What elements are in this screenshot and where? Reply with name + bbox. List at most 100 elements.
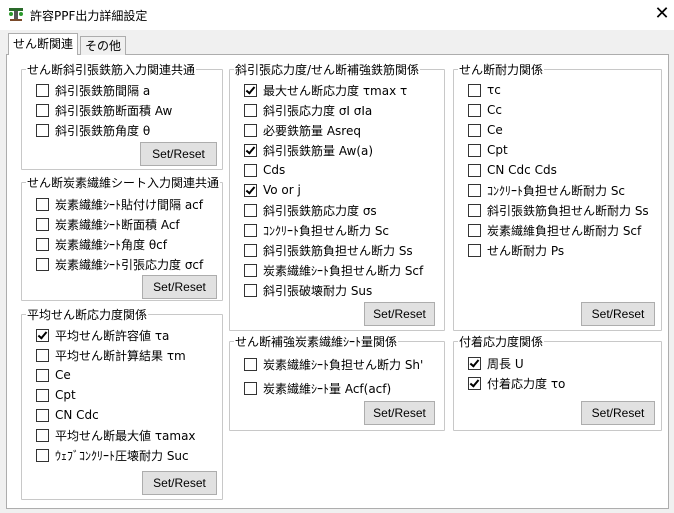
checkbox-unchecked[interactable]	[36, 368, 49, 382]
checkbox-item[interactable]: 炭素繊維ｼｰﾄ負担せん断力 Sh'	[244, 356, 423, 372]
set-reset-button[interactable]: Set/Reset	[581, 401, 655, 425]
checkbox-item[interactable]: 炭素繊維負担せん断耐力 Scf	[468, 222, 641, 238]
checkbox-unchecked[interactable]	[468, 163, 481, 177]
checkbox-unchecked[interactable]	[468, 143, 481, 157]
close-icon[interactable]: ✕	[654, 3, 670, 24]
checkbox-checked[interactable]	[244, 83, 257, 97]
checkbox-unchecked[interactable]	[244, 103, 257, 117]
set-reset-button[interactable]: Set/Reset	[140, 142, 217, 166]
checkbox-unchecked[interactable]	[36, 408, 49, 422]
checkbox-item[interactable]: 炭素繊維ｼｰﾄ貼付け間隔 acf	[36, 196, 203, 212]
checkbox-unchecked[interactable]	[468, 183, 481, 197]
checkbox-unchecked[interactable]	[244, 357, 257, 371]
checkbox-item[interactable]: 斜引張応力度 σI σIa	[244, 102, 372, 118]
checkbox-unchecked[interactable]	[36, 428, 49, 442]
checkbox-unchecked[interactable]	[36, 348, 49, 362]
checkbox-item[interactable]: 斜引張鉄筋負担せん断力 Ss	[244, 242, 413, 258]
checkbox-item[interactable]: 平均せん断計算結果 τm	[36, 347, 186, 363]
checkbox-label: 炭素繊維ｼｰﾄ量 Acf(acf)	[263, 381, 392, 396]
checkbox-item[interactable]: ｺﾝｸﾘｰﾄ負担せん断耐力 Sc	[468, 182, 625, 198]
set-reset-button[interactable]: Set/Reset	[142, 471, 217, 495]
checkbox-item[interactable]: 平均せん断最大値 τamax	[36, 427, 196, 443]
checkbox-item[interactable]: ｺﾝｸﾘｰﾄ負担せん断力 Sc	[244, 222, 389, 238]
checkbox-item[interactable]: CN Cdc	[36, 407, 99, 423]
checkbox-item[interactable]: 斜引張鉄筋間隔 a	[36, 82, 150, 98]
checkbox-item[interactable]: τc	[468, 82, 501, 98]
checkbox-label: 斜引張応力度 σI σIa	[263, 103, 373, 118]
checkbox-unchecked[interactable]	[468, 123, 481, 137]
checkbox-unchecked[interactable]	[36, 237, 49, 251]
set-reset-button[interactable]: Set/Reset	[364, 401, 435, 425]
checkbox-label: 付着応力度 τo	[487, 376, 566, 391]
checkbox-unchecked[interactable]	[468, 223, 481, 237]
tab-shear[interactable]: せん断関連	[8, 33, 79, 55]
checkbox-item[interactable]: 平均せん断許容値 τa	[36, 327, 169, 343]
checkbox-item[interactable]: 炭素繊維ｼｰﾄ引張応力度 σcf	[36, 256, 203, 272]
checkbox-label: 斜引張鉄筋断面積 Aw	[55, 103, 173, 118]
checkbox-item[interactable]: 炭素繊維ｼｰﾄ量 Acf(acf)	[244, 380, 391, 396]
checkbox-item[interactable]: Cpt	[468, 142, 508, 158]
checkbox-item[interactable]: 最大せん断応力度 τmax τ	[244, 82, 407, 98]
checkbox-item[interactable]: 斜引張鉄筋負担せん断耐力 Ss	[468, 202, 649, 218]
checkbox-item[interactable]: 斜引張鉄筋断面積 Aw	[36, 102, 172, 118]
checkbox-unchecked[interactable]	[468, 203, 481, 217]
checkbox-item[interactable]: ｳｪﾌﾞｺﾝｸﾘｰﾄ圧壊耐力 Suc	[36, 447, 189, 463]
checkbox-unchecked[interactable]	[244, 283, 257, 297]
checkbox-item[interactable]: Cds	[244, 162, 285, 178]
checkbox-item[interactable]: 斜引張破壊耐力 Sus	[244, 282, 372, 298]
checkbox-label: 平均せん断最大値 τamax	[55, 428, 196, 443]
checkbox-unchecked[interactable]	[244, 243, 257, 257]
checkbox-unchecked[interactable]	[468, 103, 481, 117]
checkbox-item[interactable]: 付着応力度 τo	[468, 375, 565, 391]
checkbox-unchecked[interactable]	[36, 448, 49, 462]
checkbox-item[interactable]: Cc	[468, 102, 502, 118]
checkbox-unchecked[interactable]	[36, 257, 49, 271]
tab-other[interactable]: その他	[80, 36, 127, 55]
checkbox-item[interactable]: 斜引張鉄筋量 Aw(a)	[244, 142, 373, 158]
checkbox-checked[interactable]	[468, 356, 481, 370]
checkbox-label: 平均せん断許容値 τa	[55, 328, 170, 343]
checkbox-item[interactable]: Vo or j	[244, 182, 301, 198]
checkbox-label: 必要鉄筋量 Asreq	[263, 123, 361, 138]
checkbox-item[interactable]: Cpt	[36, 387, 76, 403]
checkbox-unchecked[interactable]	[36, 197, 49, 211]
checkbox-item[interactable]: 斜引張鉄筋角度 θ	[36, 122, 150, 138]
checkbox-checked[interactable]	[468, 376, 481, 390]
checkbox-item[interactable]: 斜引張鉄筋応力度 σs	[244, 202, 377, 218]
checkbox-item[interactable]: 炭素繊維ｼｰﾄ断面積 Acf	[36, 216, 180, 232]
checkbox-item[interactable]: Ce	[468, 122, 503, 138]
checkbox-checked[interactable]	[244, 143, 257, 157]
checkbox-item[interactable]: CN Cdc Cds	[468, 162, 557, 178]
checkbox-item[interactable]: 炭素繊維ｼｰﾄ角度 θcf	[36, 236, 167, 252]
checkbox-unchecked[interactable]	[36, 83, 49, 97]
checkbox-unchecked[interactable]	[244, 163, 257, 177]
window-title: 許容PPF出力詳細設定	[30, 9, 148, 23]
checkbox-item[interactable]: 周長 U	[468, 355, 524, 371]
checkbox-unchecked[interactable]	[36, 103, 49, 117]
checkbox-unchecked[interactable]	[468, 83, 481, 97]
set-reset-button[interactable]: Set/Reset	[142, 275, 217, 299]
set-reset-button[interactable]: Set/Reset	[581, 302, 655, 326]
checkbox-unchecked[interactable]	[244, 123, 257, 137]
checkbox-unchecked[interactable]	[244, 381, 257, 395]
checkbox-checked[interactable]	[244, 183, 257, 197]
checkbox-unchecked[interactable]	[36, 123, 49, 137]
checkbox-item[interactable]: Ce	[36, 367, 71, 383]
checkbox-item[interactable]: せん断耐力 Ps	[468, 242, 564, 258]
group-shear-cfrp-quantity: せん断補強炭素繊維ｼｰﾄ量関係炭素繊維ｼｰﾄ負担せん断力 Sh'炭素繊維ｼｰﾄ量…	[229, 333, 445, 431]
checkbox-label: CN Cdc	[55, 408, 99, 422]
checkbox-unchecked[interactable]	[36, 388, 49, 402]
checkbox-item[interactable]: 必要鉄筋量 Asreq	[244, 122, 361, 138]
checkbox-unchecked[interactable]	[244, 263, 257, 277]
checkbox-unchecked[interactable]	[244, 223, 257, 237]
checkbox-unchecked[interactable]	[468, 243, 481, 257]
checkbox-unchecked[interactable]	[244, 203, 257, 217]
set-reset-button[interactable]: Set/Reset	[364, 302, 435, 326]
checkbox-checked[interactable]	[36, 328, 49, 342]
checkbox-unchecked[interactable]	[36, 217, 49, 231]
checkbox-item[interactable]: 炭素繊維ｼｰﾄ負担せん断力 Scf	[244, 262, 423, 278]
checkbox-label: 斜引張鉄筋角度 θ	[55, 123, 151, 138]
checkbox-label: 斜引張鉄筋間隔 a	[55, 83, 151, 98]
